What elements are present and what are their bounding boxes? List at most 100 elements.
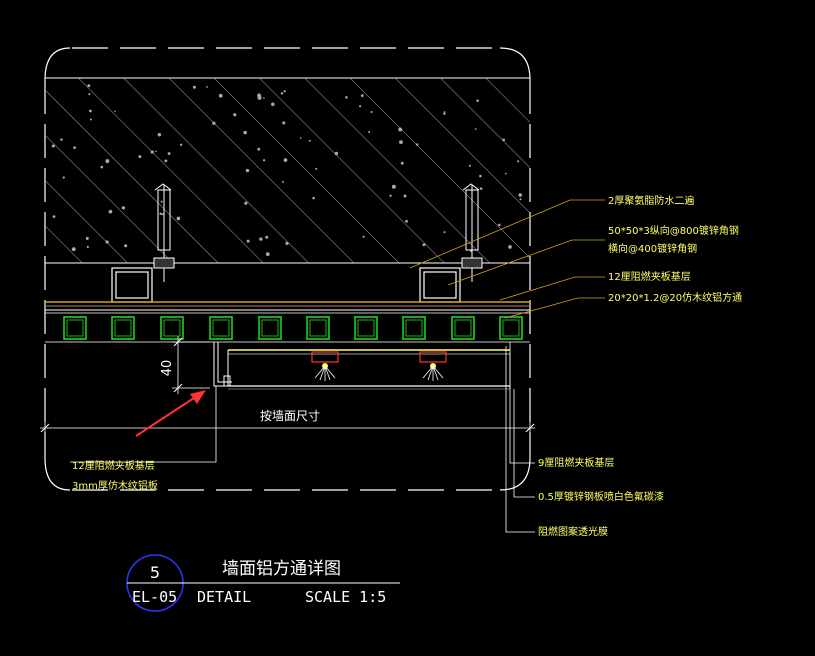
concrete-speckle (262, 159, 266, 162)
concrete-speckle (399, 140, 403, 145)
concrete-speckle (504, 172, 507, 175)
concrete-speckle (265, 252, 270, 257)
concrete-speckle (391, 184, 396, 189)
concrete-speckle (422, 243, 426, 247)
concrete-speckle (468, 164, 472, 167)
concrete-speckle (164, 159, 168, 163)
label-steel-horizontal: 横向@400镀锌角钢 (608, 242, 697, 255)
concrete-speckle (157, 132, 162, 137)
concrete-speckle (60, 138, 63, 141)
aluminum-tube (354, 316, 378, 340)
aluminum-tube-row (45, 312, 530, 340)
aluminum-tube (402, 316, 426, 340)
anchor-bolt-right (461, 183, 483, 282)
aluminum-tube-inner (309, 319, 327, 337)
concrete-speckle (479, 174, 482, 178)
aluminum-tube (306, 316, 330, 340)
concrete-speckle (517, 160, 520, 163)
concrete-speckle (502, 138, 506, 142)
leader-lines-bottom-right (505, 346, 535, 533)
concrete-speckle (257, 93, 262, 98)
concrete-speckle (244, 201, 248, 205)
concrete-speckle (283, 90, 286, 93)
label-right-film: 阻燃图案透光膜 (538, 525, 608, 538)
wall-dimension: 按墙面尺寸 (40, 409, 535, 436)
concrete-speckle (89, 109, 92, 113)
concrete-speckle (257, 147, 261, 151)
concrete-speckle (405, 219, 408, 223)
concrete-speckle (138, 155, 142, 159)
title-code: EL-05 (132, 588, 177, 606)
title-number: 5 (150, 563, 160, 582)
concrete-speckle (368, 130, 371, 133)
concrete-speckle (312, 196, 315, 200)
concrete-speckle (282, 180, 284, 183)
aluminum-tube (160, 316, 184, 340)
concrete-speckle (212, 121, 216, 125)
ceiling-layer (45, 341, 530, 390)
concrete-speckle (167, 152, 171, 155)
concrete-speckle (89, 118, 92, 121)
concrete-speckle (155, 150, 157, 153)
aluminum-tube (258, 316, 282, 340)
concrete-speckle (519, 198, 522, 201)
concrete-speckle (263, 97, 265, 99)
concrete-speckle (443, 112, 446, 115)
concrete-speckle (508, 245, 512, 249)
title-block: 5 EL-05 DETAIL SCALE 1:5 墙面铝方通详图 (126, 554, 400, 612)
concrete-speckle (259, 237, 263, 241)
concrete-speckle (243, 130, 247, 135)
concrete-speckle (265, 235, 269, 239)
concrete-speckle (105, 240, 109, 244)
concrete-speckle (161, 213, 164, 216)
concrete-speckle (498, 223, 501, 227)
concrete-speckle (114, 110, 116, 113)
aluminum-tube (63, 316, 87, 340)
concrete-speckle (52, 215, 56, 218)
label-left-aluminum: 3mm厚仿木纹铝板 (72, 479, 158, 492)
concrete-speckle (160, 200, 163, 203)
concrete-speckle (403, 194, 407, 198)
concrete-speckle (334, 151, 339, 156)
title-detail: DETAIL (197, 588, 251, 606)
concrete-wall (45, 77, 530, 264)
concrete-speckle (71, 247, 76, 252)
aluminum-tube (451, 316, 475, 340)
concrete-speckle (105, 159, 110, 164)
wall-dimension-text: 按墙面尺寸 (260, 409, 320, 423)
concrete-speckle (285, 241, 289, 245)
label-steel-vertical: 50*50*3纵向@800镀锌角钢 (608, 224, 739, 237)
concrete-speckle (245, 168, 250, 173)
red-arrow (135, 390, 206, 437)
aluminum-tube-inner (163, 319, 181, 337)
aluminum-tube-inner (502, 319, 520, 337)
aluminum-tube-inner (405, 319, 423, 337)
label-plywood-base: 12厘阻燃夹板基层 (608, 270, 691, 283)
aluminum-tube-inner (357, 319, 375, 337)
light-fixture-right (419, 351, 447, 381)
dimension-40-text: 40 (160, 360, 175, 377)
concrete-speckle (51, 144, 55, 148)
concrete-speckle (370, 110, 373, 114)
label-waterproof: 2厚聚氨脂防水二遍 (608, 194, 694, 207)
concrete-speckle (233, 113, 237, 117)
anchor-bolt-left (153, 183, 175, 282)
concrete-speckle (121, 206, 125, 210)
concrete-speckle (308, 139, 311, 142)
aluminum-tube-inner (114, 319, 132, 337)
aluminum-tube-inner (212, 319, 230, 337)
concrete-speckle (282, 121, 286, 125)
concrete-speckle (86, 245, 89, 248)
dimension-40: 40 (160, 336, 210, 394)
leader-lines-left (70, 386, 217, 463)
concrete-speckle (100, 165, 104, 169)
concrete-speckle (389, 194, 392, 197)
concrete-speckle (179, 143, 183, 146)
leader-lines-right (409, 199, 605, 319)
concrete-speckle (87, 84, 91, 88)
concrete-speckle (443, 111, 446, 113)
edge-plate-detail (213, 342, 232, 387)
label-left-plywood: 12厘阻燃夹板基层 (72, 459, 155, 472)
concrete-speckle (400, 161, 404, 165)
concrete-speckle (246, 239, 250, 243)
